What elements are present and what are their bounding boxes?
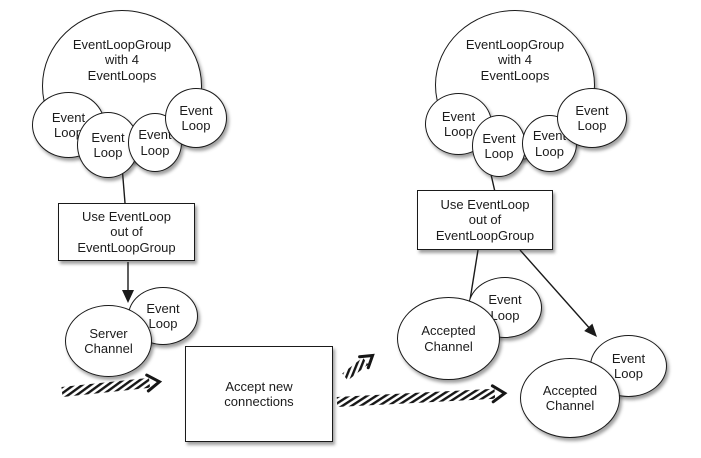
arrowhead-down-icon — [122, 290, 134, 303]
event-loop-label-line1: Event — [51, 109, 86, 125]
event-loop-label-line1: Event — [532, 128, 567, 144]
event-loop-label-line1: Event — [146, 300, 180, 316]
connector-rightselector-to-pair2 — [519, 249, 593, 332]
use-eventloop-label-line1: Use EventLoop — [440, 197, 530, 212]
accepted-channel-label-line1: Accepted — [421, 323, 476, 339]
accepted-channel-bubble-1: Accepted Channel — [397, 297, 500, 380]
event-loop-label-line2: Loop — [93, 145, 123, 160]
use-eventloop-label-line2: out of — [468, 212, 502, 228]
event-loop-label-line1: Event — [482, 130, 516, 146]
accept-label-line2: connections — [224, 394, 294, 409]
eventloopgroup-label-line2: with 4 — [498, 52, 532, 68]
sketch-arrow-middle-icon — [342, 353, 375, 381]
event-loop-bubble-left-4: Event Loop — [165, 88, 227, 148]
event-loop-label-line2: Loop — [484, 146, 514, 161]
use-eventloop-label-line3: EventLoopGroup — [77, 239, 176, 255]
event-loop-label-line2: Loop — [444, 124, 473, 139]
event-loop-label-line1: Event — [441, 108, 476, 124]
event-loop-label-line1: Event — [488, 292, 522, 308]
server-channel-bubble: Server Channel — [65, 305, 152, 377]
event-loop-label-line1: Event — [575, 102, 609, 118]
accepted-channel-label-line2: Channel — [545, 398, 595, 413]
accepted-channel-label-line1: Accepted — [542, 382, 598, 398]
event-loop-bubble-right-4: Event Loop — [557, 88, 627, 148]
server-channel-label-line2: Channel — [84, 341, 133, 356]
use-eventloop-label-line3: EventLoopGroup — [435, 227, 535, 243]
event-loop-label-line2: Loop — [181, 118, 211, 133]
event-loop-label-line2: Loop — [577, 118, 607, 133]
server-channel-label-line1: Server — [89, 325, 128, 341]
accepted-channel-bubble-2: Accepted Channel — [520, 358, 620, 438]
eventloopgroup-label-line3: EventLoops — [87, 67, 157, 83]
accepted-channel-label-line2: Channel — [424, 338, 473, 354]
eventloopgroup-label-line3: EventLoops — [480, 67, 550, 83]
connector-rightselector-to-pair1 — [469, 249, 479, 301]
accept-label-line1: Accept new — [225, 378, 293, 394]
event-loop-label-line2: Loop — [54, 125, 83, 140]
event-loop-label-line2: Loop — [614, 366, 643, 381]
event-loop-label-line2: Loop — [535, 143, 564, 159]
use-eventloop-label-line2: out of — [110, 224, 143, 240]
sketch-arrow-long-icon — [336, 384, 508, 407]
event-loop-label-line1: Event — [611, 350, 646, 366]
event-loop-label-line1: Event — [179, 102, 213, 118]
eventloopgroup-label-line2: with 4 — [105, 52, 139, 68]
eventloopgroup-label-line1: EventLoopGroup — [465, 37, 565, 52]
event-loop-label-line1: Event — [91, 129, 125, 145]
use-eventloop-box-left: Use EventLoop out of EventLoopGroup — [58, 203, 195, 261]
event-loop-label-line2: Loop — [148, 316, 178, 331]
sketch-arrow-left-icon — [61, 373, 163, 397]
event-loop-bubble-right-2: Event Loop — [472, 115, 526, 177]
event-loop-label-line2: Loop — [490, 307, 520, 323]
event-loop-label-line1: Event — [138, 127, 172, 143]
event-loop-label-line2: Loop — [140, 142, 170, 158]
use-eventloop-box-right: Use EventLoop out of EventLoopGroup — [417, 190, 553, 250]
use-eventloop-label-line1: Use EventLoop — [82, 209, 171, 224]
arrowhead-diagonal-icon — [584, 323, 597, 337]
eventloopgroup-label-line1: EventLoopGroup — [72, 37, 172, 52]
accept-new-connections-box: Accept new connections — [185, 346, 333, 442]
